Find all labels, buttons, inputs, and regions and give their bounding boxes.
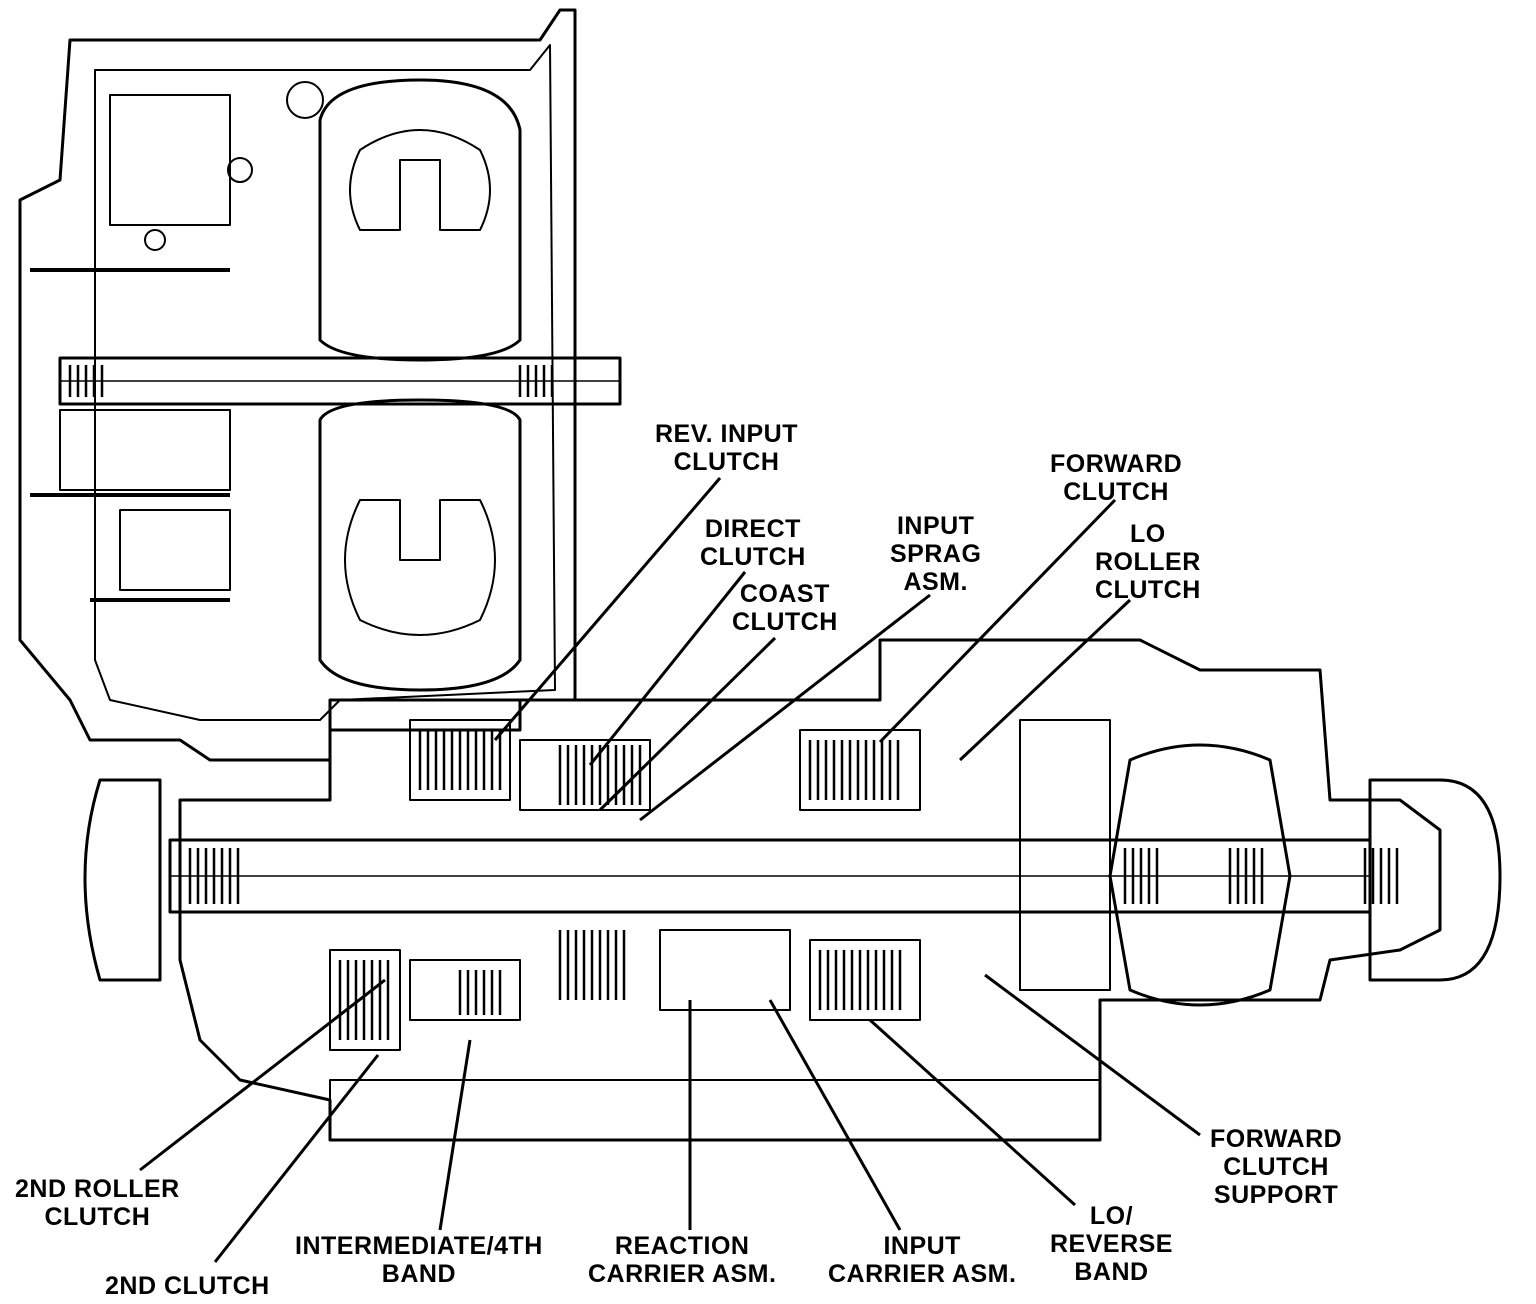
leader-input-carrier (768, 999, 902, 1231)
left-axle-end (83, 778, 162, 982)
right-axle-end (1368, 778, 1502, 982)
plates-2nd-clutch (338, 960, 390, 1040)
plates-direct (558, 745, 642, 805)
upper-sprocket-cutout (349, 129, 491, 231)
direct-clutch-pack (519, 739, 651, 811)
valve-body-1 (109, 94, 231, 226)
driven-sprocket (318, 398, 522, 692)
plates-lo-reverse (818, 950, 902, 1010)
valve-body-2 (59, 409, 231, 491)
drive-sprocket (318, 78, 522, 362)
leader-lo-reverse (868, 1018, 1077, 1207)
valve-body-3 (119, 509, 231, 591)
differential (1108, 743, 1292, 1007)
leader-forward (878, 498, 1117, 744)
leader-direct (588, 571, 747, 766)
leader-coast (598, 636, 777, 812)
splines-upper (68, 365, 554, 397)
leader-intermediate (438, 1039, 472, 1231)
gear-stack-right (1019, 719, 1111, 991)
lo-reverse-pack (809, 939, 921, 1021)
forward-clutch-pack (799, 729, 921, 811)
main-housing (178, 638, 1442, 1142)
oil-pan (329, 1079, 1101, 1141)
port-1 (286, 81, 324, 119)
case-inner-outline (94, 44, 556, 721)
leader-2nd-roller (139, 978, 386, 1172)
port-3 (144, 229, 166, 251)
intermediate-band-pack (409, 959, 521, 1021)
leader-input-sprag (639, 593, 931, 822)
splines-right (1123, 848, 1399, 904)
label-2nd-clutch: 2ND CLUTCH (105, 1272, 270, 1300)
leader-2nd-clutch (213, 1054, 380, 1263)
input-carrier-pack (659, 929, 791, 1011)
plates-forward (808, 740, 900, 800)
plates-rev-input (418, 730, 502, 790)
leader-lo-roller (958, 598, 1132, 762)
port-2 (227, 157, 253, 183)
plates-input-carrier (558, 930, 626, 1000)
leader-fwd-support (984, 973, 1201, 1137)
lower-sprocket-cutout (344, 499, 496, 636)
leader-rev-input (493, 477, 722, 741)
plates-intermediate (458, 970, 502, 1015)
second-clutch-pack (329, 949, 401, 1051)
splines-left (188, 848, 240, 904)
rev-input-clutch-pack (409, 719, 511, 801)
